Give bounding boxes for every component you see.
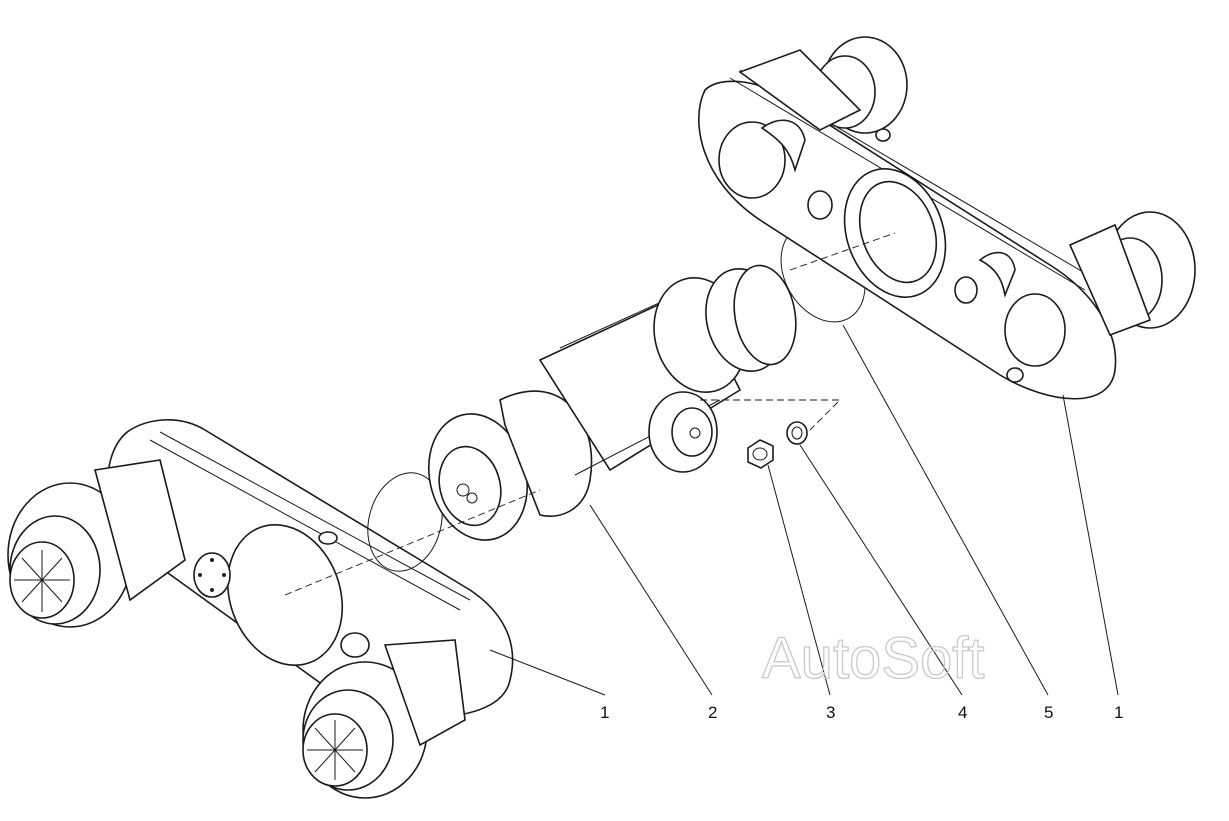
center-shaft-assembly (427, 264, 797, 541)
callout-5: 5 (1044, 703, 1053, 722)
leader-1-right (1062, 394, 1119, 696)
centerline-left (284, 489, 541, 596)
centerline-nut (700, 399, 842, 431)
centerline-right (789, 232, 896, 271)
leader-1-left (489, 649, 606, 696)
callout-3: 3 (826, 703, 835, 722)
leader-5 (842, 324, 1049, 696)
left-housing (7, 419, 514, 799)
leader-3 (767, 464, 831, 696)
leader-4 (799, 444, 963, 696)
right-housing (698, 36, 1196, 400)
leader-2 (589, 504, 713, 696)
nut (747, 439, 774, 469)
callout-2: 2 (708, 703, 717, 722)
callout-4: 4 (958, 703, 967, 722)
callout-1-left: 1 (600, 703, 609, 722)
washer (786, 421, 808, 445)
watermark: AutoSoft (762, 626, 984, 691)
callout-1-right: 1 (1114, 703, 1123, 722)
